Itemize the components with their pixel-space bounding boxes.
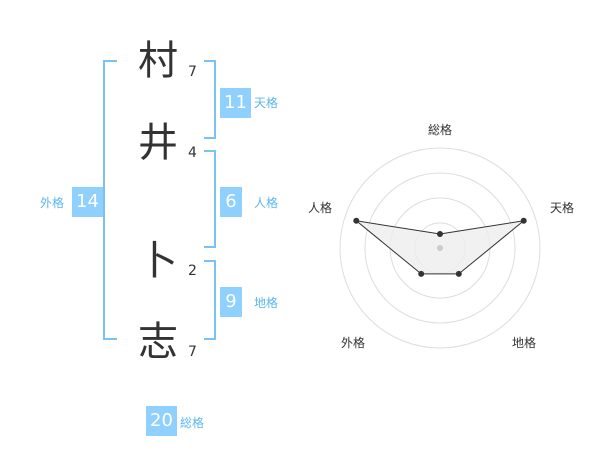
gaikaku-label: 外格 <box>40 196 65 210</box>
chikaku-label: 地格 <box>254 296 279 310</box>
radar-label-chikaku: 地格 <box>512 335 536 350</box>
stroke-count-3: 2 <box>188 263 197 279</box>
soukaku-label: 総格 <box>180 416 205 430</box>
radar-label-gaikaku: 外格 <box>341 335 365 350</box>
stroke-count-1: 7 <box>188 64 197 80</box>
radar-label-soukaku: 総格 <box>428 122 452 137</box>
gaikaku-value-badge: 14 <box>72 187 103 217</box>
chikaku-bracket <box>204 260 216 340</box>
tenkaku-label: 天格 <box>254 96 279 110</box>
radar-center-dot <box>437 245 443 251</box>
stroke-count-2: 4 <box>188 145 197 161</box>
name-char-1: 村 <box>138 38 178 84</box>
name-char-3: 卜 <box>138 238 178 284</box>
gaikaku-bracket <box>103 60 117 340</box>
name-char-2: 井 <box>138 120 178 166</box>
soukaku-value-badge: 20 <box>146 406 177 436</box>
stroke-count-4: 7 <box>188 344 197 360</box>
radar-point-3 <box>455 270 462 277</box>
tenkaku-bracket <box>204 60 216 139</box>
radar-ring-4 <box>339 147 541 349</box>
radar-ring-3 <box>364 172 516 324</box>
chikaku-value-badge: 9 <box>220 287 242 317</box>
radar-label-tenkaku: 天格 <box>550 200 574 215</box>
radar-label-jinkaku: 人格 <box>308 200 332 215</box>
jinkaku-label: 人格 <box>254 196 279 210</box>
name-char-4: 志 <box>138 319 178 365</box>
jinkaku-value-badge: 6 <box>220 187 242 217</box>
radar-point-2 <box>520 217 527 224</box>
radar-point-5 <box>353 217 360 224</box>
fortune-radar-chart: 総格 天格 地格 外格 人格 <box>308 122 574 350</box>
tenkaku-value-badge: 11 <box>220 88 251 118</box>
radar-point-1 <box>437 231 443 237</box>
jinkaku-bracket <box>204 150 216 248</box>
radar-point-4 <box>418 270 425 277</box>
